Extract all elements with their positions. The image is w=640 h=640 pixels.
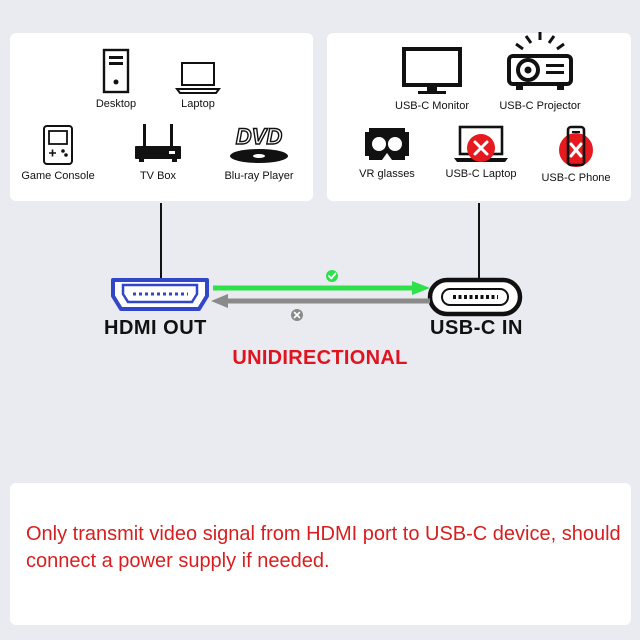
source-device-desktop: Desktop: [88, 48, 144, 110]
source-device-label: Game Console: [21, 170, 95, 182]
hdmi-out-label: HDMI OUT: [104, 317, 207, 339]
usbc-in-label: USB-C IN: [430, 317, 523, 339]
dvd-logo-text: DVD: [236, 124, 283, 149]
check-icon: [326, 270, 338, 282]
forward-arrow: [213, 270, 430, 295]
direction-label: UNIDIRECTIONAL: [232, 347, 408, 369]
projector-icon: [507, 32, 573, 90]
monitor-icon: [402, 47, 462, 94]
hdmi-cable: [160, 203, 162, 281]
note-panel: Only transmit video signal from HDMI por…: [10, 483, 631, 625]
phone-icon: [559, 125, 593, 167]
vr-glasses-icon: [365, 128, 409, 160]
laptop-icon: [175, 62, 221, 94]
source-device-tv-box: TV Box: [128, 122, 188, 182]
source-device-bluray-player: DVD Blu-ray Player: [218, 124, 300, 182]
laptop-icon: [454, 125, 508, 162]
tv-box-icon: [135, 124, 181, 162]
connection-diagram: [111, 270, 523, 321]
sink-device-label: VR glasses: [359, 168, 415, 180]
sink-devices-panel: [327, 33, 631, 201]
desktop-icon: [102, 48, 130, 94]
close-icon: [569, 142, 583, 158]
sink-device-monitor: USB-C Monitor: [387, 46, 477, 112]
source-device-label: TV Box: [139, 170, 177, 182]
source-device-label: Blu-ray Player: [224, 170, 294, 182]
source-devices-panel: [10, 33, 313, 201]
sink-device-projector: USB-C Projector: [490, 30, 590, 112]
source-device-label: Laptop: [181, 98, 215, 110]
sink-device-phone: USB-C Phone: [540, 124, 612, 184]
note-text: Only transmit video signal from HDMI por…: [26, 523, 621, 572]
source-device-label: Desktop: [95, 98, 137, 110]
sink-device-laptop: USB-C Laptop: [440, 124, 522, 180]
source-device-laptop: Laptop: [168, 60, 228, 110]
usbc-port: [427, 277, 523, 317]
close-icon: [473, 140, 489, 156]
usbc-cable: [478, 203, 480, 281]
sink-device-label: USB-C Phone: [541, 172, 611, 184]
hdmi-port: [111, 278, 209, 311]
sink-device-label: USB-C Projector: [499, 100, 581, 112]
sink-device-label: USB-C Laptop: [445, 168, 517, 180]
source-device-game-console: Game Console: [17, 124, 99, 182]
sink-device-vr-glasses: VR glasses: [352, 124, 422, 180]
bluray-player-icon: DVD: [230, 124, 288, 163]
sink-device-label: USB-C Monitor: [395, 100, 469, 112]
reverse-arrow: [211, 294, 430, 321]
game-console-icon: [43, 125, 73, 165]
